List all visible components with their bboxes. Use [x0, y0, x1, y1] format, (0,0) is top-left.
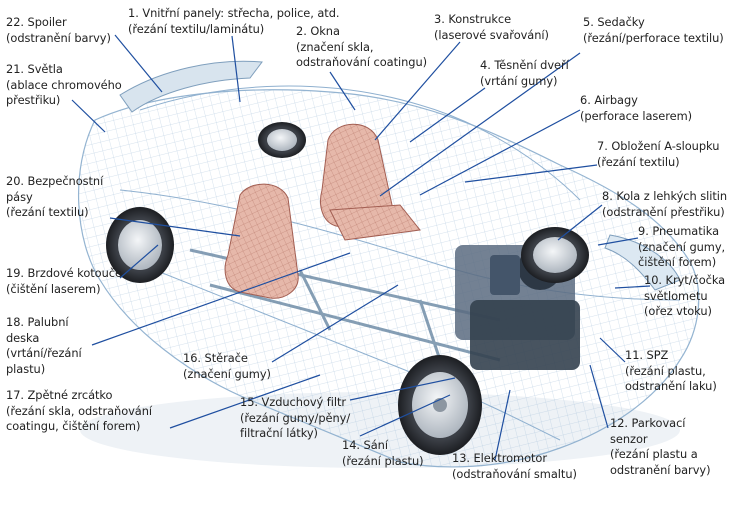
leader-19	[119, 244, 159, 279]
callout-4-door-seals: 4. Těsnění dveří (vrtání gumy)	[480, 58, 569, 88]
leader-12	[589, 364, 609, 429]
leader-1	[231, 35, 241, 103]
callout-20-seat-belts: 20. Bezpečnostní pásy (řezání textilu)	[6, 174, 104, 220]
callout-1-interior-panels: 1. Vnitřní panely: střecha, police, atd.…	[128, 6, 340, 36]
leader-16	[271, 284, 399, 363]
callout-8-alloy-wheels: 8. Kola z lehkých slitin (odstranění pře…	[602, 189, 728, 219]
callout-6-airbags: 6. Airbagy (perforace laserem)	[580, 93, 693, 123]
callout-7-a-pillar-trim: 7. Obložení A-sloupku (řezání textilu)	[597, 139, 720, 169]
callout-5-seats: 5. Sedačky (řezání/perforace textilu)	[583, 15, 724, 45]
callout-15-air-filter: 15. Vzduchový filtr (řezání gumy/pěny/ f…	[240, 395, 351, 441]
leader-17	[169, 374, 321, 429]
callout-12-parking-sensor: 12. Parkovací senzor (řezání plastu a od…	[610, 416, 711, 477]
front-seat-cushion	[329, 204, 421, 241]
leader-13	[494, 389, 511, 461]
leader-4	[409, 87, 486, 143]
leader-9	[597, 237, 639, 246]
callout-9-tire: 9. Pneumatika (značení gumy, čištění for…	[638, 224, 726, 270]
callout-2-windows: 2. Okna (značení skla, odstraňování coat…	[296, 24, 428, 70]
front-wheel-right	[521, 227, 589, 283]
leader-18	[91, 252, 351, 346]
leader-3	[374, 41, 461, 141]
spoiler	[119, 60, 263, 113]
rear-seat	[224, 183, 299, 299]
callout-14-intake: 14. Sání (řezání plastu)	[342, 438, 424, 468]
leader-10	[614, 285, 651, 289]
car-sill	[129, 259, 561, 441]
rear-wheel-right	[258, 122, 306, 158]
callout-3-structure: 3. Konstrukce (laserové svařování)	[434, 12, 549, 42]
leader-22	[114, 34, 163, 93]
callout-22-spoiler: 22. Spoiler (odstranění barvy)	[6, 15, 111, 45]
callout-16-wipers: 16. Stěrače (značení gumy)	[183, 351, 271, 381]
leader-6	[419, 109, 581, 196]
callout-17-rear-view-mirror: 17. Zpětné zrcátko (řezání skla, odstraň…	[6, 388, 153, 434]
leader-11	[599, 337, 626, 363]
leader-5	[379, 52, 581, 197]
callout-21-lights: 21. Světla (ablace chromového přestřiku)	[6, 62, 122, 108]
callout-18-dashboard: 18. Palubní deska (vrtání/řezání plastu)	[6, 315, 82, 376]
leader-14	[359, 394, 451, 437]
headlight	[604, 234, 681, 291]
leader-21	[71, 99, 106, 133]
callout-19-brake-discs: 19. Brzdové kotouče (čištění laserem)	[6, 266, 122, 296]
leader-7	[464, 164, 598, 183]
callout-11-license-plate: 11. SPZ (řezání plastu, odstranění laku)	[625, 348, 717, 394]
leader-8	[557, 204, 603, 241]
car-roofline	[139, 85, 581, 201]
leader-15	[349, 377, 456, 401]
car-body	[78, 89, 700, 468]
car-beltline	[119, 189, 681, 301]
leader-2	[329, 71, 356, 111]
front-wheel-left	[398, 355, 482, 455]
callout-10-headlight-lens: 10. Kryt/čočka světlometu (ořez vtoku)	[644, 273, 726, 319]
leader-20	[109, 217, 241, 237]
callout-13-electric-motor: 13. Elektromotor (odstraňování smaltu)	[452, 451, 577, 481]
rear-wheel-left	[106, 207, 174, 283]
